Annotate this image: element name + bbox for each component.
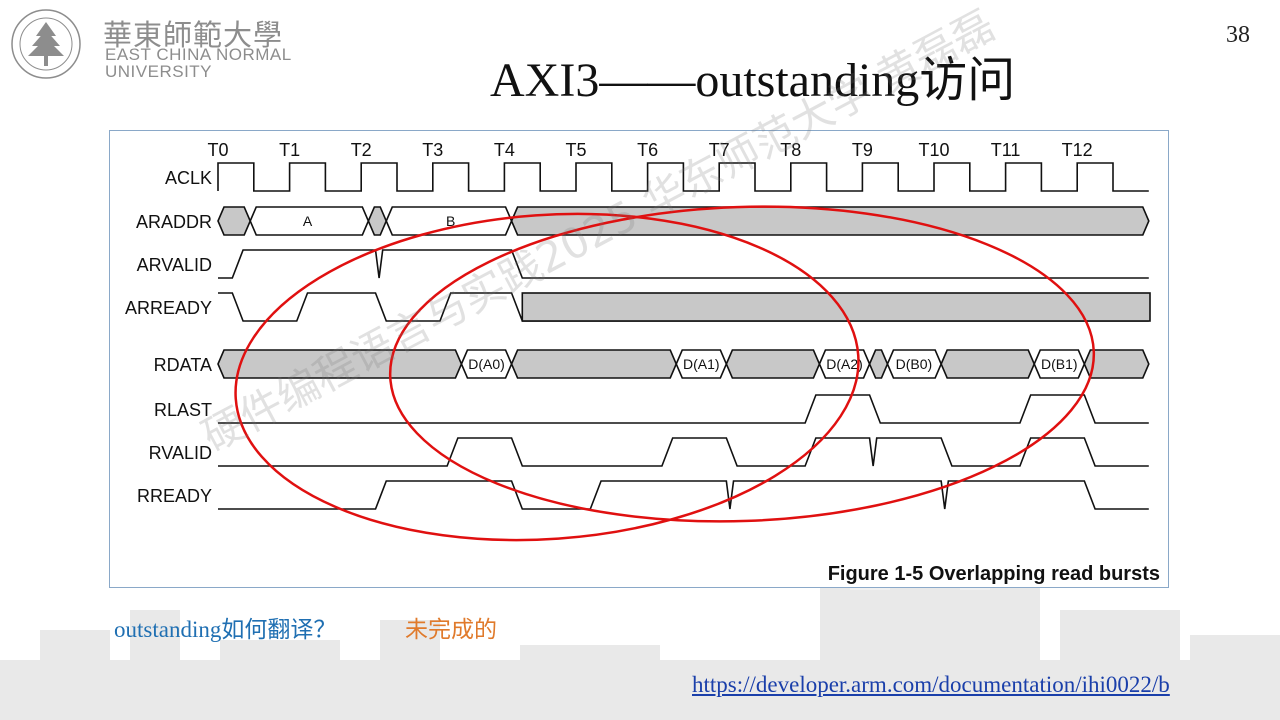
signal-label: RVALID (149, 443, 212, 463)
time-label: T10 (918, 140, 949, 160)
arready-wave (218, 292, 1149, 322)
time-label: T3 (422, 140, 443, 160)
signal-label: ACLK (165, 168, 212, 188)
time-label: T7 (709, 140, 730, 160)
araddr-segment (217, 206, 252, 236)
bus-label: D(B0) (896, 356, 933, 372)
bus-label: A (303, 213, 313, 229)
time-label: T1 (279, 140, 300, 160)
signal-label: ARVALID (137, 255, 212, 275)
time-label: T6 (637, 140, 658, 160)
rdata-segment (725, 349, 821, 379)
signal-label: ARADDR (136, 212, 212, 232)
rvalid-wave (218, 437, 1149, 467)
time-label: T2 (351, 140, 372, 160)
rlast-wave (218, 394, 1149, 424)
rready-wave (218, 480, 1149, 510)
answer-text: 未完成的 (405, 617, 497, 643)
annotation-ellipse-a (234, 212, 860, 542)
question-english: outstanding (114, 617, 222, 642)
annotation-ellipse-b (388, 205, 1096, 523)
rdata-segment (217, 349, 463, 379)
time-label: T4 (494, 140, 515, 160)
time-label: T9 (852, 140, 873, 160)
bus-label: D(B1) (1041, 356, 1078, 372)
arvalid-wave (218, 249, 1149, 279)
logo-english-name-line1: EAST CHINA NORMAL (105, 45, 292, 64)
bus-label: D(A0) (468, 356, 505, 372)
rdata-segment (940, 349, 1036, 379)
university-logo: 華東師範大學 EAST CHINA NORMAL UNIVERSITY (8, 6, 308, 82)
signal-label: RDATA (154, 355, 212, 375)
timing-diagram: T0 T1 T2 T3 T4 T5 T6 T7 T8 T9 T10 T11 T12 ACLK ARADDR… (125, 140, 1160, 585)
logo-chinese-name: 華東師範大學 (103, 18, 284, 52)
time-label: T8 (780, 140, 801, 160)
question-text: outstanding如何翻译？ (114, 610, 336, 644)
bus-label: B (446, 213, 455, 229)
rdata-segment (868, 349, 889, 379)
signal-label: RLAST (154, 400, 212, 420)
signal-label: ARREADY (125, 298, 212, 318)
signal-label: RREADY (137, 486, 212, 506)
araddr-segment (510, 206, 1150, 236)
time-label: T5 (565, 140, 586, 160)
page-number: 38 (1226, 22, 1250, 48)
time-label: T0 (207, 140, 228, 160)
campus-skyline-background (0, 550, 1280, 720)
timing-diagram-figure: T0 T1 T2 T3 T4 T5 T6 T7 T8 T9 T10 T11 T12 ACLK ARADDR… (109, 130, 1169, 588)
araddr-segment (367, 206, 388, 236)
rdata-segment (510, 349, 678, 379)
bus-label: D(A2) (826, 356, 863, 372)
slide-title: AXI3——outstanding访问 (490, 54, 1016, 107)
university-seal-icon (11, 9, 81, 79)
reference-link[interactable]: https://developer.arm.com/documentation/… (692, 672, 1170, 697)
time-label: T11 (991, 140, 1021, 160)
logo-english-name-line2: UNIVERSITY (105, 62, 213, 81)
arready-fill (521, 292, 1151, 322)
aclk-wave (217, 162, 1149, 192)
figure-caption: Figure 1-5 Overlapping read bursts (828, 563, 1160, 585)
bus-label: D(A1) (683, 356, 720, 372)
time-label: T12 (1062, 140, 1093, 160)
question-chinese: 如何翻译？ (221, 617, 337, 643)
